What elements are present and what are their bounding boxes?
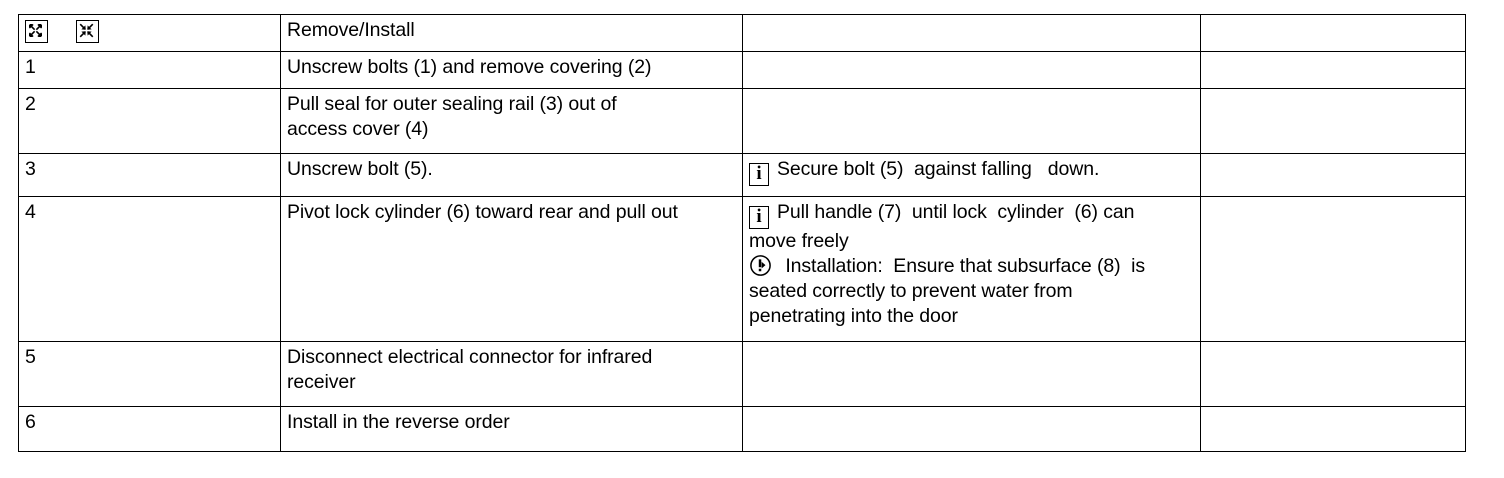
- table-row: 2 Pull seal for outer sealing rail (3) o…: [18, 88, 1466, 154]
- procedure-table: Remove/Install 1 Unscrew bolts (1) and r…: [18, 14, 1466, 452]
- step-cell: 5: [18, 341, 281, 407]
- attention-circle-icon: [749, 254, 772, 277]
- step-cell: 3: [18, 153, 281, 197]
- step-number: 3: [25, 158, 36, 180]
- step-cell: 4: [18, 196, 281, 342]
- extra-cell: [1200, 196, 1466, 342]
- note-cell: [742, 51, 1201, 89]
- table-row: Remove/Install: [18, 14, 1466, 52]
- action-text: Unscrew bolts (1) and remove covering (2…: [287, 56, 652, 78]
- action-cell: Pivot lock cylinder (6) toward rear and …: [280, 196, 743, 342]
- step-number: 4: [25, 201, 36, 223]
- action-text: Install in the reverse order: [287, 411, 510, 433]
- step-number: 5: [25, 346, 36, 368]
- table-row: 5 Disconnect electrical connector for in…: [18, 341, 1466, 407]
- step-number: 6: [25, 411, 36, 433]
- table-row: 3 Unscrew bolt (5). i Secure bolt (5) aga…: [18, 153, 1466, 197]
- step-cell: 1: [18, 51, 281, 89]
- action-cell: Remove/Install: [280, 14, 743, 52]
- extra-cell: [1200, 51, 1466, 89]
- action-text: Disconnect electrical connector for infr…: [287, 346, 653, 393]
- note-text: Pull handle (7) until lock cylinder (6) …: [749, 201, 1135, 252]
- arrows-outward-icon: [25, 19, 48, 43]
- info-icon: i: [749, 163, 769, 186]
- step-number: 2: [25, 93, 36, 115]
- note-cell: i Secure bolt (5) against falling down.: [742, 153, 1201, 197]
- extra-cell: [1200, 341, 1466, 407]
- note-text: Installation: Ensure that subsurface (8)…: [749, 255, 1145, 327]
- note-text: Secure bolt (5) against falling down.: [777, 158, 1100, 180]
- step-cell-icons: [18, 14, 281, 52]
- action-cell: Pull seal for outer sealing rail (3) out…: [280, 88, 743, 154]
- step-number: 1: [25, 56, 36, 78]
- note-entry-notice: Installation: Ensure that subsurface (8)…: [749, 254, 1194, 329]
- extra-cell: [1200, 14, 1466, 52]
- action-text: Pull seal for outer sealing rail (3) out…: [287, 93, 617, 140]
- action-cell: Disconnect electrical connector for infr…: [280, 341, 743, 407]
- remove-install-icon-group: [25, 18, 274, 43]
- extra-cell: [1200, 153, 1466, 197]
- note-cell: [742, 341, 1201, 407]
- action-text: Pivot lock cylinder (6) toward rear and …: [287, 201, 678, 223]
- action-cell: Unscrew bolt (5).: [280, 153, 743, 197]
- action-cell: Unscrew bolts (1) and remove covering (2…: [280, 51, 743, 89]
- info-icon: i: [749, 206, 769, 229]
- procedure-table-body: Remove/Install 1 Unscrew bolts (1) and r…: [18, 14, 1466, 452]
- step-cell: 6: [18, 406, 281, 452]
- note-cell: [742, 88, 1201, 154]
- action-cell: Install in the reverse order: [280, 406, 743, 452]
- note-cell: [742, 14, 1201, 52]
- table-row: 6 Install in the reverse order: [18, 406, 1466, 452]
- extra-cell: [1200, 88, 1466, 154]
- action-text: Remove/Install: [287, 19, 415, 41]
- action-text: Unscrew bolt (5).: [287, 158, 433, 180]
- note-block: i Secure bolt (5) against falling down.: [749, 157, 1194, 186]
- arrows-inward-icon: [76, 19, 99, 43]
- note-entry-info: i Secure bolt (5) against falling down.: [749, 157, 1194, 186]
- table-row: 1 Unscrew bolts (1) and remove covering …: [18, 51, 1466, 89]
- step-cell: 2: [18, 88, 281, 154]
- note-cell: [742, 406, 1201, 452]
- extra-cell: [1200, 406, 1466, 452]
- table-row: 4 Pivot lock cylinder (6) toward rear an…: [18, 196, 1466, 342]
